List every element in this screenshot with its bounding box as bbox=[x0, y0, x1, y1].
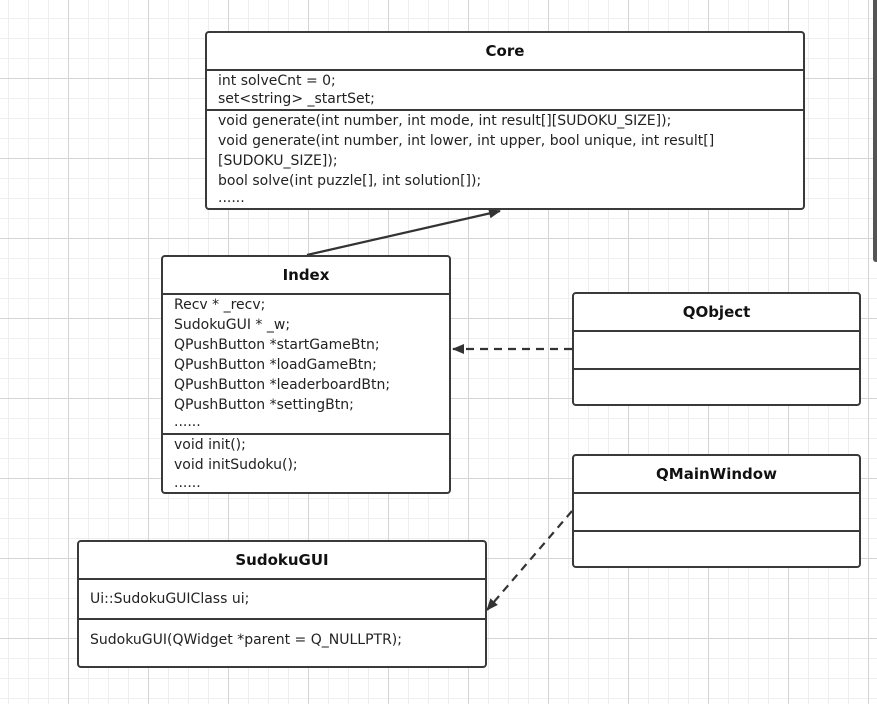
attribute: set<string> _startSet; bbox=[218, 91, 375, 107]
class-core-methods: void generate(int number, int mode, int … bbox=[207, 111, 803, 205]
class-qobject-methods bbox=[574, 370, 859, 404]
class-core[interactable]: Core int solveCnt = 0; set<string> _star… bbox=[205, 31, 805, 210]
class-sudokugui-title: SudokuGUI bbox=[79, 542, 485, 580]
method: ...... bbox=[174, 475, 201, 491]
method: void generate(int number, int lower, int… bbox=[218, 133, 715, 169]
class-sudokugui-methods: SudokuGUI(QWidget *parent = Q_NULLPTR); bbox=[79, 620, 485, 660]
attribute: SudokuGUI * _w; bbox=[174, 317, 291, 333]
class-sudokugui[interactable]: SudokuGUI Ui::SudokuGUIClass ui; SudokuG… bbox=[77, 540, 487, 668]
class-qmainwindow-title: QMainWindow bbox=[574, 456, 859, 494]
class-qmainwindow-methods bbox=[574, 532, 859, 566]
class-qmainwindow-attributes bbox=[574, 494, 859, 532]
attribute: QPushButton *settingBtn; bbox=[174, 397, 354, 413]
attribute: int solveCnt = 0; bbox=[218, 73, 336, 89]
class-core-title: Core bbox=[207, 33, 803, 71]
method: SudokuGUI(QWidget *parent = Q_NULLPTR); bbox=[90, 632, 402, 648]
attribute: QPushButton *startGameBtn; bbox=[174, 337, 380, 353]
method: bool solve(int puzzle[], int solution[])… bbox=[218, 173, 482, 189]
class-index-methods: void init(); void initSudoku(); ...... bbox=[163, 435, 449, 491]
attribute: Recv * _recv; bbox=[174, 297, 266, 313]
canvas-edge bbox=[873, 0, 877, 262]
attribute: Ui::SudokuGUIClass ui; bbox=[90, 591, 250, 607]
class-index[interactable]: Index Recv * _recv; SudokuGUI * _w; QPus… bbox=[161, 255, 451, 494]
class-qobject-title: QObject bbox=[574, 294, 859, 332]
qmainwindow-to-sudokugui-arrow bbox=[486, 510, 573, 611]
class-sudokugui-attributes: Ui::SudokuGUIClass ui; bbox=[79, 580, 485, 620]
index-to-core-arrow bbox=[306, 208, 501, 257]
method: void generate(int number, int mode, int … bbox=[218, 113, 672, 129]
attribute: ...... bbox=[174, 414, 201, 430]
method: ...... bbox=[218, 190, 245, 206]
attribute: QPushButton *leaderboardBtn; bbox=[174, 377, 391, 393]
class-qobject-attributes bbox=[574, 332, 859, 370]
class-index-attributes: Recv * _recv; SudokuGUI * _w; QPushButto… bbox=[163, 295, 449, 435]
class-qobject[interactable]: QObject bbox=[572, 292, 861, 406]
method: void initSudoku(); bbox=[174, 457, 298, 473]
class-core-attributes: int solveCnt = 0; set<string> _startSet; bbox=[207, 71, 803, 111]
attribute: QPushButton *loadGameBtn; bbox=[174, 357, 377, 373]
class-index-title: Index bbox=[163, 257, 449, 295]
class-qmainwindow[interactable]: QMainWindow bbox=[572, 454, 861, 568]
method: void init(); bbox=[174, 437, 246, 453]
